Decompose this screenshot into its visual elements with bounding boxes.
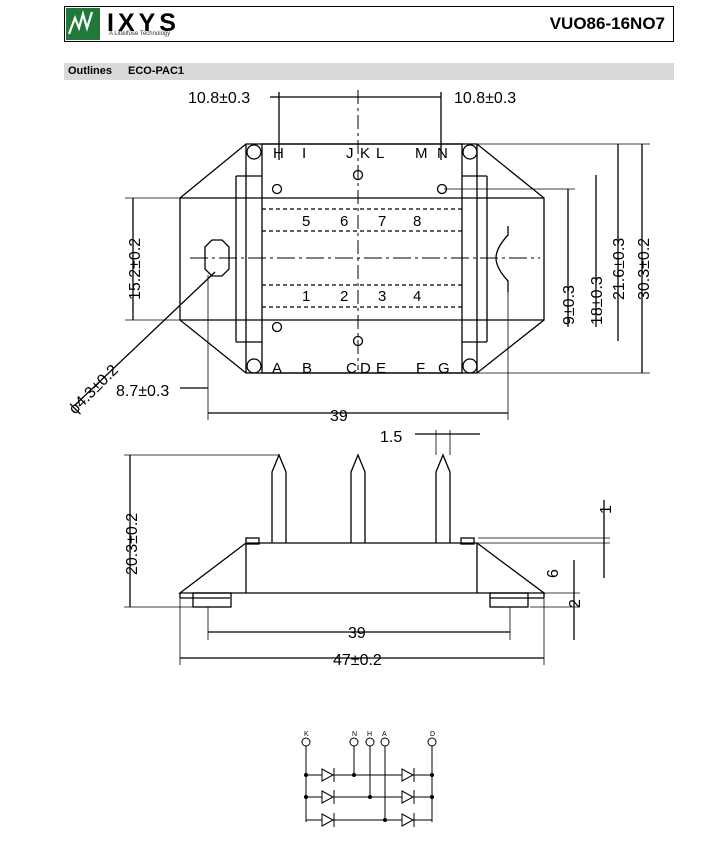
top-view-body <box>179 90 545 374</box>
terminal-number-4: 4 <box>413 288 421 305</box>
pin-label-d: D <box>360 360 371 377</box>
dim-top-right: 10.8±0.3 <box>454 90 516 107</box>
ixys-logo <box>66 8 100 40</box>
pin-label-l: L <box>376 145 384 162</box>
terminal-number-3: 3 <box>378 288 386 305</box>
dim-6: 6 <box>545 569 562 578</box>
dim-30-3: 30.3±0.2 <box>636 238 653 300</box>
dim-hole-offset: 8.7±0.3 <box>116 383 169 400</box>
section-label: Outlines <box>68 65 113 77</box>
terminal-number-7: 7 <box>378 213 386 230</box>
dim-pin-width: 1.5 <box>380 429 402 446</box>
terminal-number-1: 1 <box>302 288 310 305</box>
terminal-number-6: 6 <box>340 213 348 230</box>
schematic-junctions <box>304 773 434 822</box>
package-name: ECO-PAC1 <box>128 65 185 77</box>
pin-label-h: H <box>273 145 284 162</box>
brand-tagline: A Littelfuse Technology <box>109 31 171 37</box>
dim-width-39: 39 <box>330 408 348 425</box>
schematic-terminal-d: D <box>430 731 435 738</box>
schematic-terminal-k: K <box>304 731 309 738</box>
schematic-terminal-n: N <box>352 731 357 738</box>
dim-side-height: 20.3±0.2 <box>124 513 141 575</box>
dim-left-height: 15.2±0.2 <box>127 238 144 300</box>
pin-label-j: J <box>346 145 354 162</box>
pin-label-i: I <box>302 145 306 162</box>
part-number: VUO86-16NO7 <box>549 14 665 33</box>
dim-18: 18±0.3 <box>589 276 606 325</box>
pin-label-e: E <box>376 360 386 377</box>
pin-label-g: G <box>438 360 450 377</box>
mounting-hole <box>204 239 230 277</box>
pin-label-b: B <box>302 360 312 377</box>
dim-hole-diameter: ϕ4.3±0.2 <box>66 362 122 418</box>
schematic-terminal-h: H <box>367 731 372 738</box>
dim-outer-47: 47±0.2 <box>333 652 382 669</box>
schematic-terminal-a: A <box>382 731 387 738</box>
terminal-number-5: 5 <box>302 213 310 230</box>
diode-array <box>321 768 415 827</box>
dim-9: 9±0.3 <box>561 285 578 325</box>
pin-label-a: A <box>272 360 282 377</box>
pin-label-n: N <box>437 145 448 162</box>
dim-2: 2 <box>567 599 584 608</box>
dim-1: 1 <box>598 505 615 514</box>
section-bar: Outlines ECO-PAC1 <box>64 63 674 80</box>
pin-label-m: M <box>415 145 428 162</box>
datasheet-header: IXYS A Littelfuse Technology VUO86-16NO7 <box>64 6 674 42</box>
brand-name: IXYS <box>107 9 180 37</box>
pin-label-c: C <box>346 360 357 377</box>
dim-inner-39: 39 <box>348 625 366 642</box>
pin-label-f: F <box>416 360 425 377</box>
dim-top-left: 10.8±0.3 <box>188 90 250 107</box>
terminal-number-2: 2 <box>340 288 348 305</box>
dim-21-6: 21.6±0.3 <box>611 238 628 300</box>
terminal-number-8: 8 <box>413 213 421 230</box>
pin-label-k: K <box>360 145 370 162</box>
side-view-body <box>178 453 546 608</box>
